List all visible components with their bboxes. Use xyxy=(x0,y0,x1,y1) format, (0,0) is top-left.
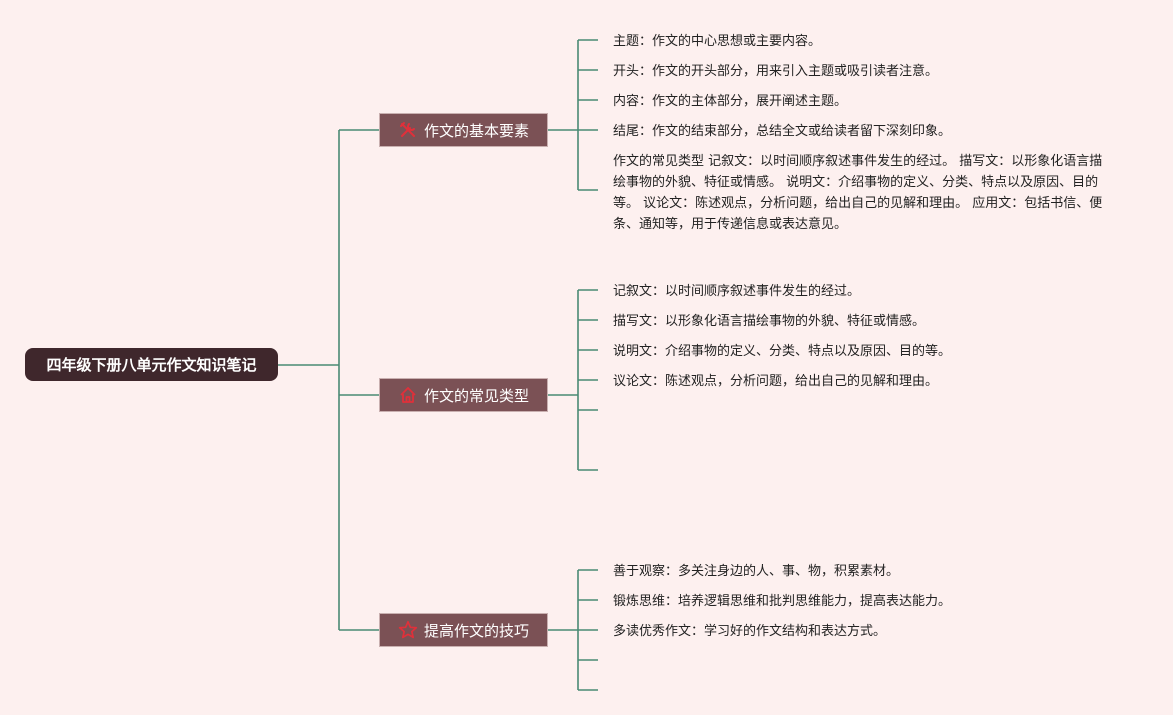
root-label: 四年级下册八单元作文知识笔记 xyxy=(46,356,257,374)
leaf-2-1: 记叙文：以时间顺序叙述事件发生的经过。 xyxy=(613,284,861,299)
branch-improve-skills[interactable]: 提高作文的技巧 xyxy=(379,613,548,647)
star-icon xyxy=(398,620,418,639)
leaf-3-1: 善于观察：多关注身边的人、事、物，积累素材。 xyxy=(613,564,900,579)
root-node[interactable]: 四年级下册八单元作文知识笔记 xyxy=(25,348,278,381)
leaf-3-3: 多读优秀作文：学习好的作文结构和表达方式。 xyxy=(613,624,887,639)
leaf-1-2: 开头：作文的开头部分，用来引入主题或吸引读者注意。 xyxy=(613,64,939,79)
leaf-1-3: 内容：作文的主体部分，展开阐述主题。 xyxy=(613,94,848,109)
branch-2-label: 作文的常见类型 xyxy=(423,386,529,405)
branch-basic-elements[interactable]: 作文的基本要素 xyxy=(379,113,548,147)
leaf-2-3: 说明文：介绍事物的定义、分类、特点以及原因、目的等。 xyxy=(613,344,952,359)
branch-common-types[interactable]: 作文的常见类型 xyxy=(379,378,548,412)
leaf-3-2: 锻炼思维：培养逻辑思维和批判思维能力，提高表达能力。 xyxy=(613,594,952,609)
leaf-2-4: 议论文：陈述观点，分析问题，给出自己的见解和理由。 xyxy=(613,374,939,389)
branch-1-label: 作文的基本要素 xyxy=(423,121,529,140)
branch-3-label: 提高作文的技巧 xyxy=(423,621,529,640)
leaf-1-4: 结尾：作文的结束部分，总结全文或给读者留下深刻印象。 xyxy=(613,124,952,139)
tools-icon xyxy=(399,122,415,137)
leaf-1-1: 主题：作文的中心思想或主要内容。 xyxy=(613,34,822,49)
leaf-2-2: 描写文：以形象化语言描绘事物的外貌、特征或情感。 xyxy=(613,314,926,329)
leaf-1-5: 作文的常见类型 记叙文：以时间顺序叙述事件发生的经过。 描写文：以形象化语言描绘… xyxy=(613,154,1103,232)
house-icon xyxy=(400,387,416,403)
